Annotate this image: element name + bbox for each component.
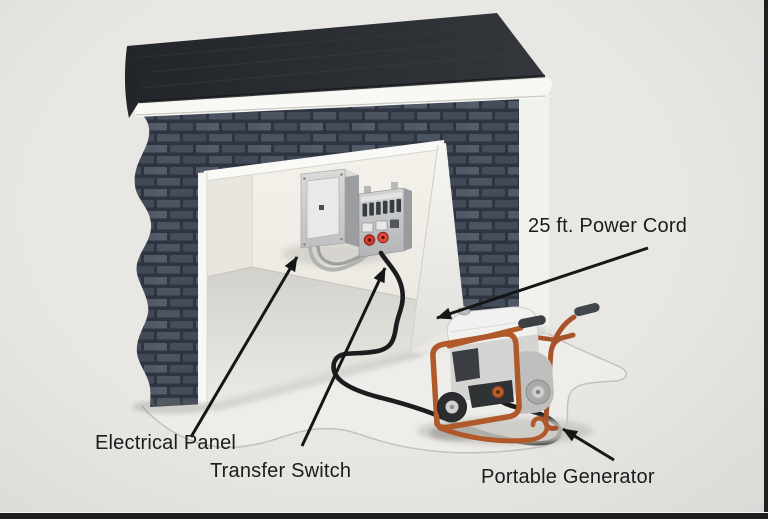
opening-left-jamb [198, 172, 207, 407]
garage-floor [206, 267, 418, 404]
generator-handle-grip [574, 302, 600, 317]
roof [124, 13, 546, 118]
left-interior-wall [206, 171, 252, 279]
electrical-panel [300, 168, 359, 249]
frame-edge-right [764, 0, 768, 519]
switch-side [404, 188, 412, 251]
switch-breakers [362, 199, 402, 217]
transfer-switch-arrow [300, 267, 387, 447]
opening-header [204, 140, 445, 181]
switch-meter [361, 222, 374, 233]
garage-building [124, 13, 553, 414]
portable-generator-label: Portable Generator [481, 466, 655, 488]
transfer-switch [358, 182, 412, 258]
generator-pull-grip [518, 315, 546, 329]
fascia-trim [133, 78, 553, 117]
power-cord-label: 25 ft. Power Cord [528, 215, 688, 237]
generator-wheel [437, 392, 467, 422]
transfer-switch-label: Transfer Switch [210, 460, 352, 482]
power-cord-arrow [436, 246, 649, 320]
electrical-panel-arrow [189, 256, 299, 438]
frame-edge-bottom [0, 512, 768, 519]
garage-opening-trim [198, 140, 465, 407]
floor-wall-junction [206, 266, 419, 301]
portable-generator [417, 302, 600, 445]
panel-latch [319, 205, 324, 210]
portable-generator-arrow [562, 427, 615, 462]
opening-right-reveal [409, 143, 465, 352]
side-wall [517, 92, 549, 333]
air-filter [452, 348, 480, 382]
switch-meter [375, 220, 388, 231]
electrical-panel-label: Electrical Panel [95, 432, 237, 454]
callout-arrows [189, 246, 649, 462]
generator-frame-front [430, 325, 549, 444]
panel-side [345, 169, 359, 247]
